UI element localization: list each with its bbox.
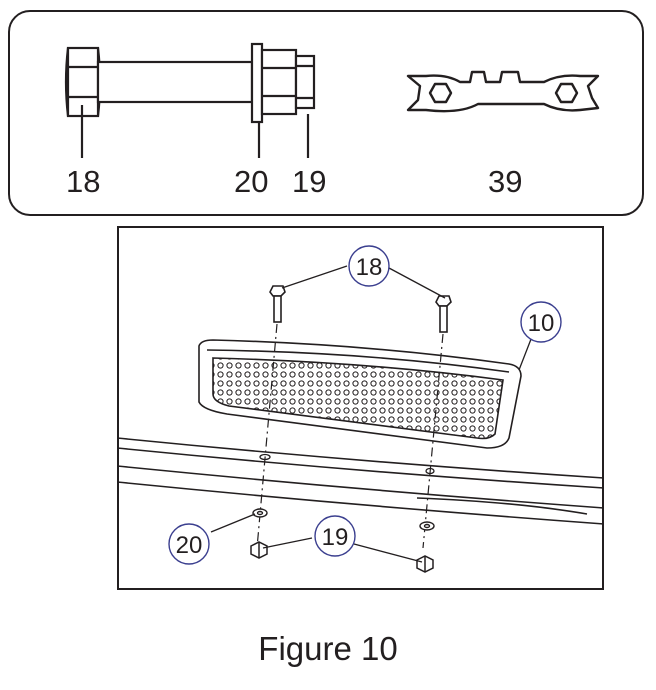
callout-nuts: 19 — [322, 524, 349, 551]
nut-drawing — [260, 48, 316, 158]
nuts — [250, 541, 434, 573]
frame-rail — [117, 437, 604, 525]
wrench-label: 39 — [488, 164, 523, 199]
callout-washer: 20 — [176, 532, 203, 559]
bolt-drawing — [64, 46, 254, 158]
washer-drawing — [250, 42, 264, 158]
axis-lines — [256, 323, 444, 549]
nut-label: 19 — [292, 164, 327, 199]
assembly-panel: 18 10 20 19 — [117, 226, 604, 590]
washer-label: 20 — [234, 164, 269, 199]
parts-panel: 18 20 19 39 — [8, 10, 644, 216]
rail-hole-left — [259, 453, 271, 461]
rail-hole-right — [425, 467, 435, 475]
pedal-drawing — [198, 339, 522, 449]
washers — [252, 508, 435, 531]
callout-circles — [168, 245, 562, 565]
wrench-drawing — [406, 70, 600, 113]
callout-pedal: 10 — [528, 310, 555, 337]
bolt-label: 18 — [66, 164, 101, 199]
bolt-left — [269, 285, 286, 323]
bolt-right — [435, 295, 452, 333]
figure-caption: Figure 10 — [258, 630, 398, 667]
callout-leaders — [210, 265, 534, 563]
callout-bolts: 18 — [356, 254, 383, 281]
